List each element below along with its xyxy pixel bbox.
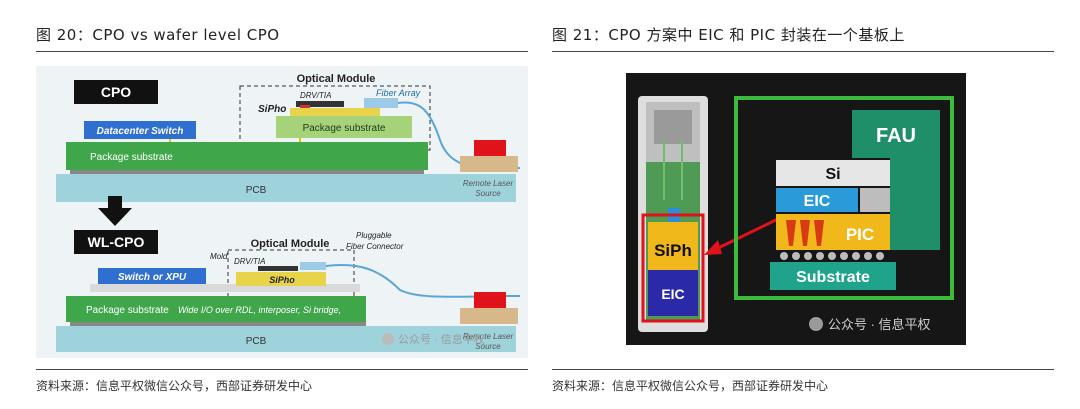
pluggable-label-1: Pluggable [356, 231, 392, 240]
drv-dot-top [300, 105, 310, 109]
module-fibers [663, 140, 683, 200]
si-block [776, 160, 890, 186]
cpo-label-box [74, 80, 158, 104]
pcb-bottom-label: PCB [246, 336, 267, 347]
drv-tia-label-top: DRV/TIA [300, 91, 331, 100]
optical-module-label-bottom: Optical Module [251, 238, 330, 250]
siph-block [648, 222, 698, 270]
switch-xpu-box [98, 268, 206, 284]
optical-module-box-top [239, 85, 431, 151]
pluggable-connector [300, 262, 326, 270]
sipho-label-top: SiPho [258, 104, 286, 115]
fiber-array-block [364, 98, 398, 108]
highlight-box [641, 213, 705, 323]
cpo-label: CPO [101, 84, 131, 100]
wechat-watermark-icon [382, 333, 394, 345]
remote-laser-bottom-socket [460, 308, 518, 324]
wlcpo-label-box [74, 230, 158, 254]
wide-io-label: Wide I/O over RDL, interposer, Si bridge… [178, 305, 341, 315]
cpo-eic-pic-diagram: SiPh EIC FAU Si EIC PIC [626, 73, 966, 345]
pcb-top-label: PCB [246, 185, 267, 196]
solder-bumps-bottom [70, 322, 366, 326]
package-substrate-top-box [66, 142, 428, 170]
si-side-block [860, 188, 890, 212]
substrate-bumps [780, 252, 884, 260]
eic-label: EIC [804, 193, 831, 210]
remote-laser-top-label-2: Source [475, 189, 501, 198]
sipho-die-top [290, 108, 380, 116]
wechat-watermark-icon-right [809, 317, 823, 331]
figure-20-top-rule [36, 51, 528, 52]
red-arrow-line [709, 216, 781, 254]
watermark-right: 公众号 · 信息平权 [828, 317, 931, 332]
red-arrow-head [704, 240, 722, 255]
drv-tia-chip-top [296, 101, 344, 107]
drv-tia-chip-bottom [258, 266, 298, 271]
figure-21-panel: 图 21：CPO 方案中 EIC 和 PIC 封装在一个基板上 SiPh EIC… [540, 0, 1080, 409]
figure-21-bottom-rule [552, 369, 1054, 370]
pcb-bottom-box [56, 326, 516, 352]
package-substrate-top-label: Package substrate [90, 152, 173, 163]
datacenter-switch-box [84, 121, 196, 139]
remote-laser-bottom-label-2: Source [475, 342, 501, 351]
optical-module-box-bottom [227, 249, 355, 299]
figure-20-source: 资料来源：信息平权微信公众号，西部证券研发中心 [36, 379, 313, 393]
remote-laser-top-red [474, 140, 506, 156]
pic-label: PIC [846, 225, 874, 244]
package-substrate-bottom-label: Package substrate [86, 305, 169, 316]
figure-20-panel: 图 20：CPO vs wafer level CPO CPO Optical … [36, 26, 528, 393]
fiber-array-label: Fiber Array [376, 88, 421, 98]
fau-label: FAU [876, 125, 916, 147]
remote-laser-top-socket [460, 156, 518, 172]
figure-20-bottom-rule [36, 369, 528, 370]
switch-xpu-label: Switch or XPU [118, 272, 187, 283]
remote-laser-top-label-1: Remote Laser [463, 179, 514, 188]
mold-layer [90, 284, 360, 292]
figure-20-title: 图 20：CPO vs wafer level CPO [36, 26, 280, 44]
solder-bumps-top [70, 170, 424, 174]
eic-block [776, 188, 858, 212]
tsv-pillars [786, 220, 824, 246]
wlcpo-label: WL-CPO [88, 234, 145, 250]
datacenter-switch-label: Datacenter Switch [97, 126, 184, 137]
figure-21-top-rule [552, 51, 1054, 52]
pluggable-label-2: Fiber Connector [346, 242, 404, 251]
siph-label: SiPh [654, 241, 692, 260]
substrate-block [770, 262, 896, 290]
cpo-vs-wlcpo-diagram: CPO Optical Module SiPho DRV/TIA Fiber A… [36, 66, 528, 358]
si-label: Si [825, 166, 840, 183]
optical-module-label-top: Optical Module [297, 73, 376, 85]
eic-small-label: EIC [661, 286, 684, 302]
substrate-label: Substrate [796, 269, 870, 286]
figure-21-title: 图 21：CPO 方案中 EIC 和 PIC 封装在一个基板上 [552, 26, 905, 44]
watermark-left: 公众号 · 信息平权 [398, 332, 485, 346]
fau-block [852, 110, 940, 158]
remote-laser-bottom-red [474, 292, 506, 308]
pcb-top-box [56, 174, 516, 202]
package-substrate-small-box [276, 116, 412, 138]
figure-21-source: 资料来源：信息平权微信公众号，西部证券研发中心 [552, 379, 829, 393]
green-frame [734, 96, 954, 300]
mold-label: Mold [210, 252, 228, 261]
down-arrow [98, 196, 132, 226]
module-connector-inner [654, 110, 692, 144]
fau-post [890, 158, 940, 250]
sipho-die-bottom [236, 272, 326, 286]
package-substrate-small-label: Package substrate [303, 123, 386, 134]
package-substrate-bottom-box [66, 296, 366, 322]
drv-tia-label-bottom: DRV/TIA [234, 257, 265, 266]
eic-small-block [648, 270, 698, 316]
remote-laser-bottom-label-1: Remote Laser [463, 332, 514, 341]
sipho-label-bottom: SiPho [269, 275, 295, 285]
